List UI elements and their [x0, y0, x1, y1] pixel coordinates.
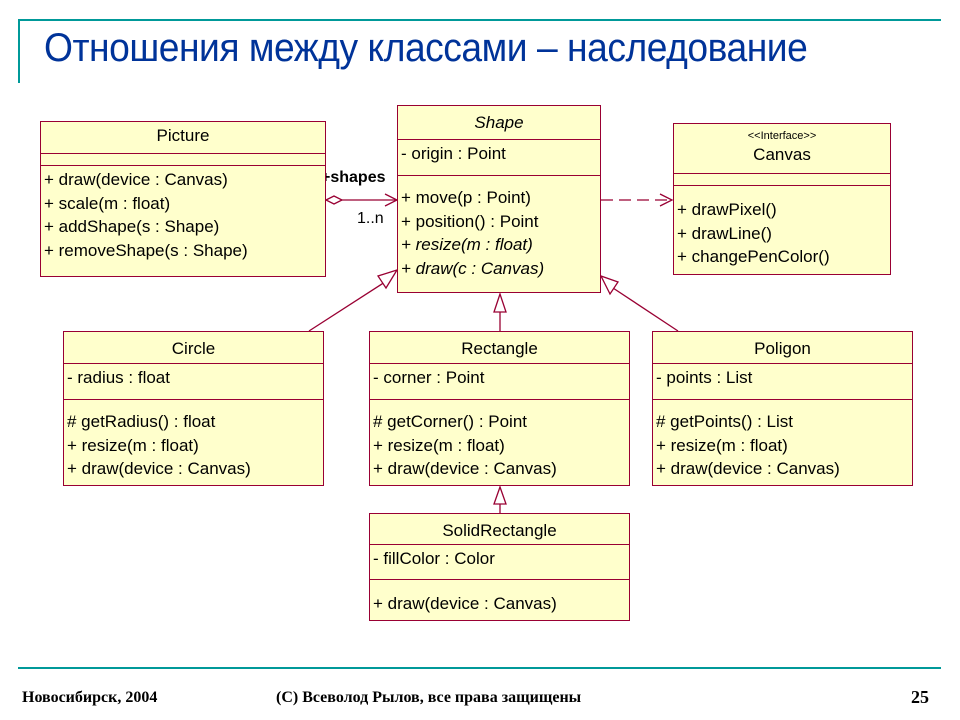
operation: + resize(m : float): [67, 435, 199, 455]
operation: # getRadius() : float: [67, 412, 216, 431]
operation: # getPoints() : List: [656, 412, 794, 431]
aggregation-diamond: [324, 195, 344, 205]
operation: + draw(device : Canvas): [44, 170, 228, 189]
slide-title: Отношения между классами – наследование: [44, 26, 808, 70]
attributes: - origin : Point: [398, 139, 600, 175]
poligon-inheritance-arrow: [599, 274, 620, 296]
operation: + resize(m : float): [656, 435, 788, 455]
attributes: - radius : float: [64, 363, 323, 399]
operation: + addShape(s : Shape): [44, 217, 220, 236]
rectangle-inheritance-arrow: [493, 291, 507, 313]
association-multiplicity: 1..n: [357, 210, 384, 227]
operation: + drawLine(): [677, 223, 772, 243]
attribute: - points : List: [656, 368, 753, 387]
operations: + draw(device : Canvas) + scale(m : floa…: [41, 165, 325, 264]
operation: + move(p : Point): [401, 188, 531, 207]
class-name: Shape: [474, 113, 524, 132]
class-name: Poligon: [754, 339, 811, 358]
class-canvas[interactable]: <<Interface>> Canvas + drawPixel() + dra…: [673, 123, 891, 275]
attribute: - fillColor : Color: [373, 549, 495, 568]
operation: + draw(device : Canvas): [373, 594, 557, 613]
footer-copyright: (C) Всеволод Рылов, все права защищены: [276, 689, 582, 706]
operation: + resize(m : float): [401, 235, 533, 254]
attributes-empty: [41, 153, 325, 165]
operations: + drawPixel() + drawLine() + changePenCo…: [674, 185, 890, 271]
class-name: Rectangle: [461, 339, 538, 358]
stereotype: <<Interface>>: [747, 130, 817, 142]
operation: # getCorner() : Point: [373, 412, 528, 431]
attributes: - points : List: [653, 363, 912, 399]
operations: # getRadius() : float + resize(m : float…: [64, 399, 323, 483]
class-picture[interactable]: Picture + draw(device : Canvas) + scale(…: [40, 121, 326, 277]
attributes-empty: [674, 173, 890, 185]
class-circle[interactable]: Circle - radius : float # getRadius() : …: [63, 331, 324, 486]
operation: + drawPixel(): [677, 200, 777, 219]
attributes: - fillColor : Color: [370, 544, 629, 579]
class-header: <<Interface>> Canvas: [674, 124, 890, 173]
attribute: - origin : Point: [401, 144, 506, 163]
class-solidrectangle[interactable]: SolidRectangle - fillColor : Color + dra…: [369, 513, 630, 621]
operation: + draw(device : Canvas): [373, 459, 557, 478]
operation: + draw(device : Canvas): [67, 459, 251, 478]
footer-location: Новосибирск, 2004: [22, 689, 158, 706]
operation: + position() : Point: [401, 211, 539, 231]
solidrectangle-inheritance-arrow: [493, 485, 507, 505]
class-name: Circle: [171, 339, 216, 358]
attributes: - corner : Point: [370, 363, 629, 399]
operation: + scale(m : float): [44, 193, 171, 213]
dependency-arrow: [659, 193, 674, 207]
class-rectangle[interactable]: Rectangle - corner : Point # getCorner()…: [369, 331, 630, 486]
page-number: 25: [911, 687, 929, 707]
operations: + draw(device : Canvas): [370, 579, 629, 618]
operation: + resize(m : float): [373, 435, 505, 455]
operation: + draw(device : Canvas): [656, 459, 840, 478]
attribute: - corner : Point: [373, 368, 485, 387]
poligon-inheritance-line: [612, 287, 679, 332]
operations: # getCorner() : Point + resize(m : float…: [370, 399, 629, 483]
operation: + draw(c : Canvas): [401, 258, 545, 278]
circle-inheritance-arrow: [376, 268, 399, 290]
class-poligon[interactable]: Poligon - points : List # getPoints() : …: [652, 331, 913, 486]
class-name: SolidRectangle: [442, 521, 557, 540]
operation: + removeShape(s : Shape): [44, 240, 248, 260]
class-name: Canvas: [753, 145, 811, 164]
operations: # getPoints() : List + resize(m : float)…: [653, 399, 912, 483]
circle-inheritance-line: [308, 281, 386, 332]
operations: + move(p : Point) + position() : Point +…: [398, 175, 600, 282]
operation: + changePenColor(): [677, 247, 830, 266]
class-shape[interactable]: Shape - origin : Point + move(p : Point)…: [397, 105, 601, 293]
class-name: Picture: [156, 126, 210, 145]
left-rule: [18, 19, 20, 83]
attribute: - radius : float: [67, 368, 170, 387]
top-rule: [18, 19, 941, 21]
footer-rule: [18, 667, 941, 669]
association-role: +shapes: [321, 169, 386, 186]
